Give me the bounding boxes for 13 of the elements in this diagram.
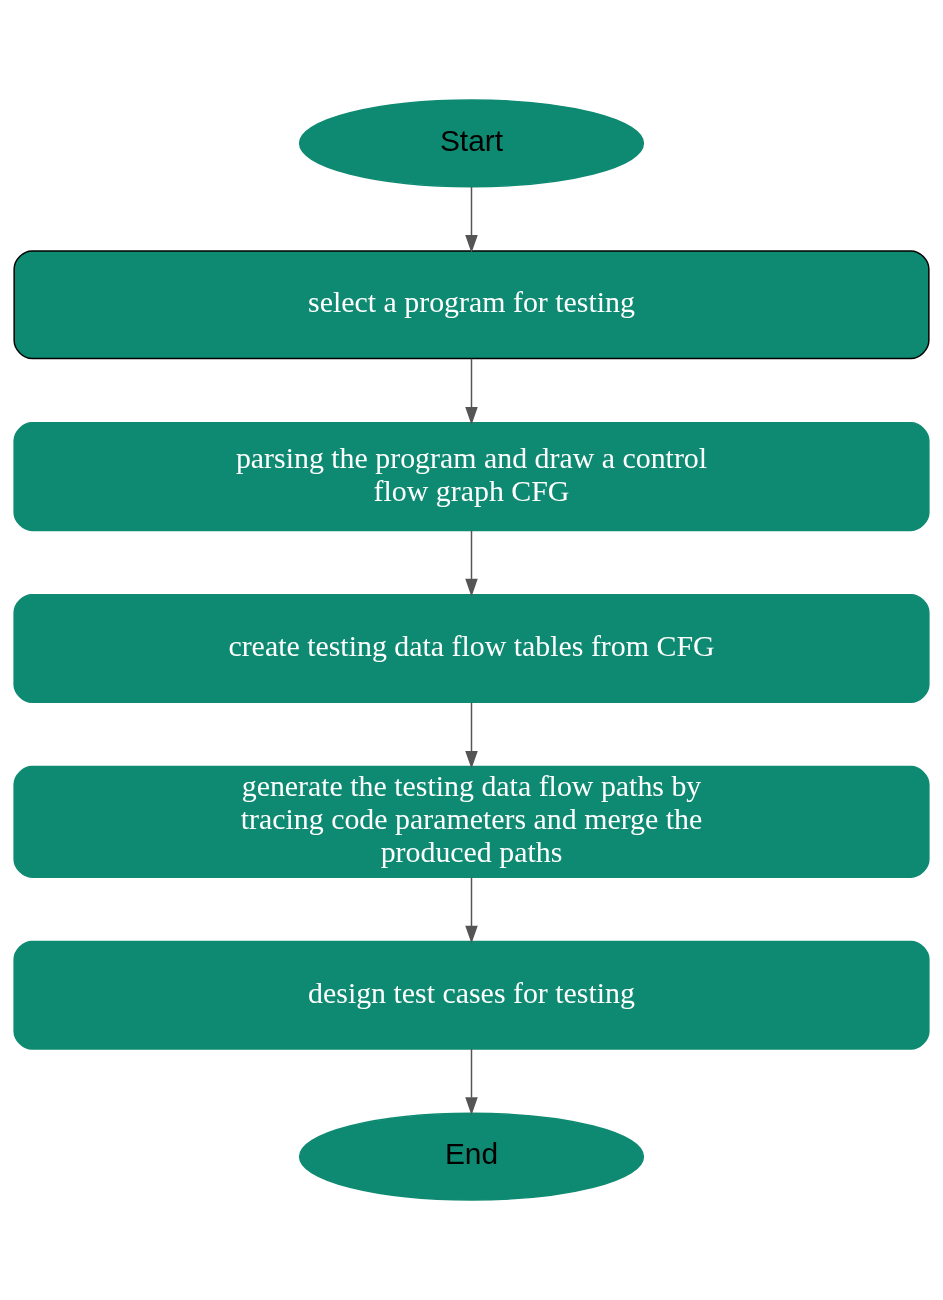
node-box: design test cases for testing — [13, 940, 930, 1050]
node-box: select a program for testing — [13, 250, 930, 360]
arrow — [465, 358, 478, 425]
node-box: create testing data flow tables from CFG — [13, 593, 930, 704]
arrow — [465, 186, 478, 254]
arrow — [465, 701, 478, 769]
arrow — [465, 876, 478, 944]
node-box: parsing the program and draw a control flow graph CFG — [13, 422, 930, 532]
node-ellipse: Start — [298, 99, 645, 188]
node-box: generate the testing data flow paths by tracing code parameters and merge the produced paths — [13, 765, 930, 878]
arrow — [465, 529, 478, 597]
node-ellipse: End — [298, 1112, 645, 1201]
arrow — [465, 1048, 478, 1116]
